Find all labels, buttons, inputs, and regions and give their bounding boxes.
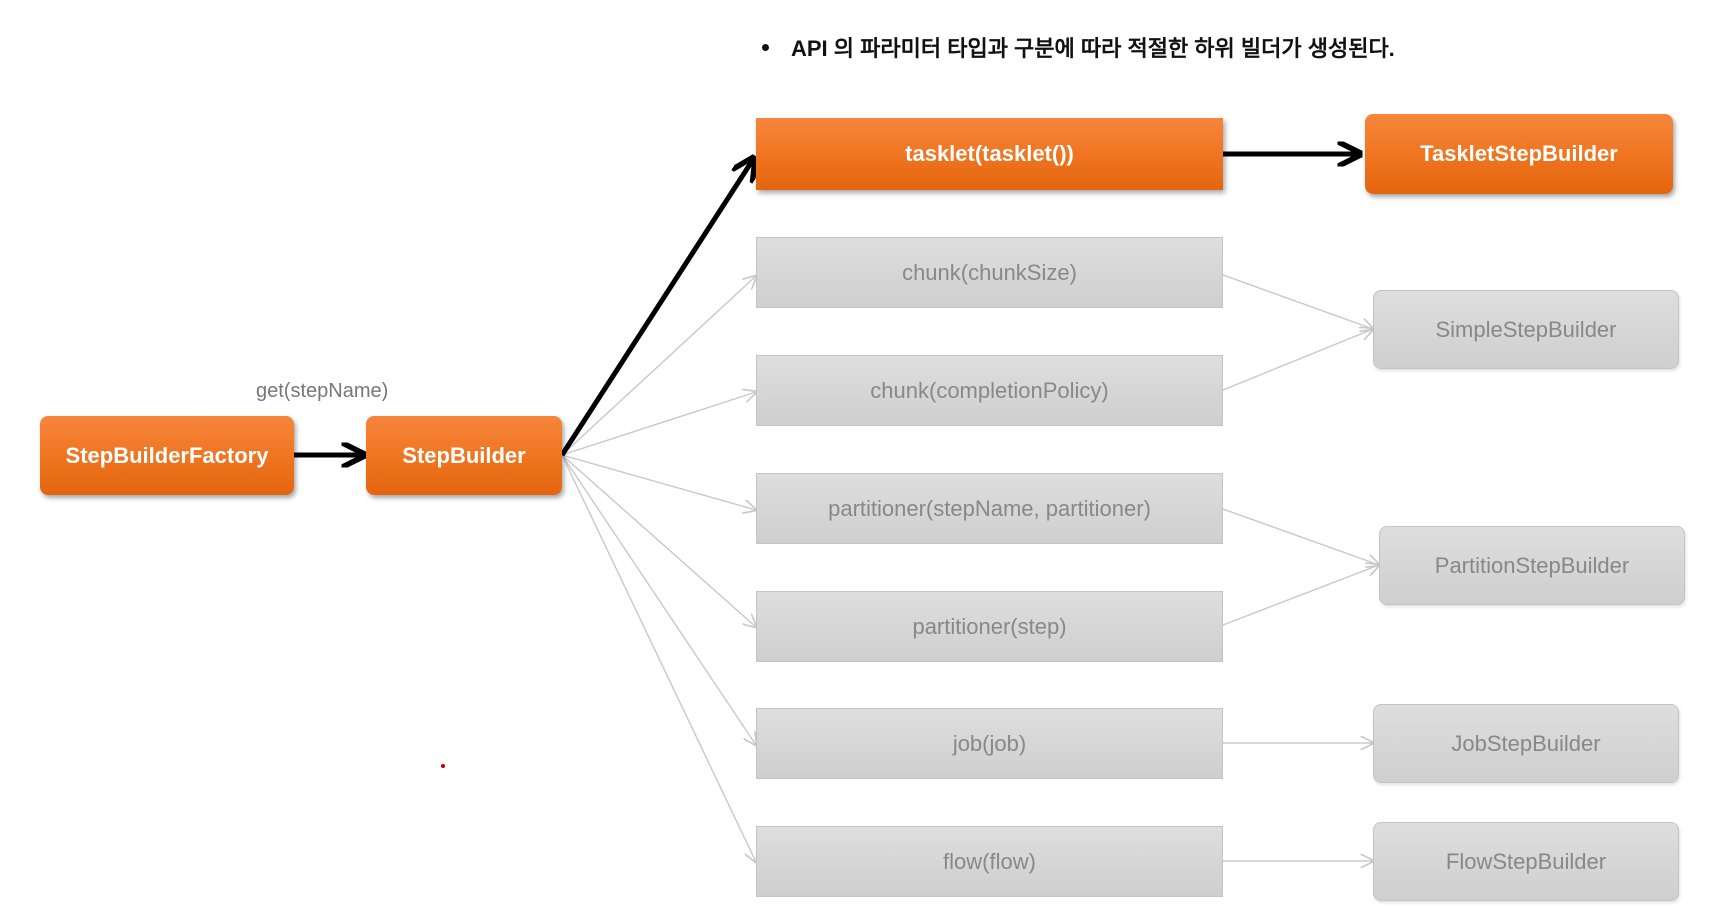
node-builder-simple: SimpleStepBuilder — [1373, 290, 1679, 369]
arrow-partitioner-step-to-partition — [1222, 565, 1379, 626]
cursor-dot — [441, 764, 445, 768]
arrow-chunk-policy-to-simple — [1222, 329, 1373, 391]
node-method-job: job(job) — [756, 708, 1223, 779]
arrow-step-to-partitioner-name — [561, 454, 756, 510]
node-builder-job: JobStepBuilder — [1373, 704, 1679, 783]
bullet-icon — [762, 43, 769, 51]
node-method-partitioner-step: partitioner(step) — [756, 591, 1223, 662]
node-method-chunk-size: chunk(chunkSize) — [756, 237, 1223, 308]
header-note-text: API 의 파라미터 타입과 구분에 따라 적절한 하위 빌더가 생성된다. — [791, 36, 1395, 61]
header-note: API 의 파라미터 타입과 구분에 따라 적절한 하위 빌더가 생성된다. — [762, 30, 1395, 64]
arrow-partitioner-name-to-partition — [1222, 508, 1379, 565]
edge-label-get-step-name: get(stepName) — [256, 380, 389, 402]
node-builder-partition: PartitionStepBuilder — [1379, 526, 1685, 605]
node-builder-tasklet: TaskletStepBuilder — [1365, 114, 1673, 194]
arrow-step-to-partitioner-step — [561, 454, 756, 627]
node-method-chunk-policy: chunk(completionPolicy) — [756, 355, 1223, 426]
node-step-builder-factory: StepBuilderFactory — [40, 416, 294, 495]
node-method-flow: flow(flow) — [756, 826, 1223, 897]
arrow-step-to-tasklet — [559, 158, 754, 457]
arrow-step-to-flow — [561, 454, 756, 862]
arrow-step-to-chunk-size — [561, 276, 756, 456]
arrow-step-to-job — [561, 454, 756, 745]
node-builder-flow: FlowStepBuilder — [1373, 822, 1679, 901]
node-method-partitioner-name: partitioner(stepName, partitioner) — [756, 473, 1223, 544]
arrow-step-to-chunk-policy — [561, 392, 756, 456]
node-method-tasklet: tasklet(tasklet()) — [756, 118, 1223, 190]
arrow-chunk-size-to-simple — [1222, 274, 1373, 329]
node-step-builder: StepBuilder — [366, 416, 562, 495]
